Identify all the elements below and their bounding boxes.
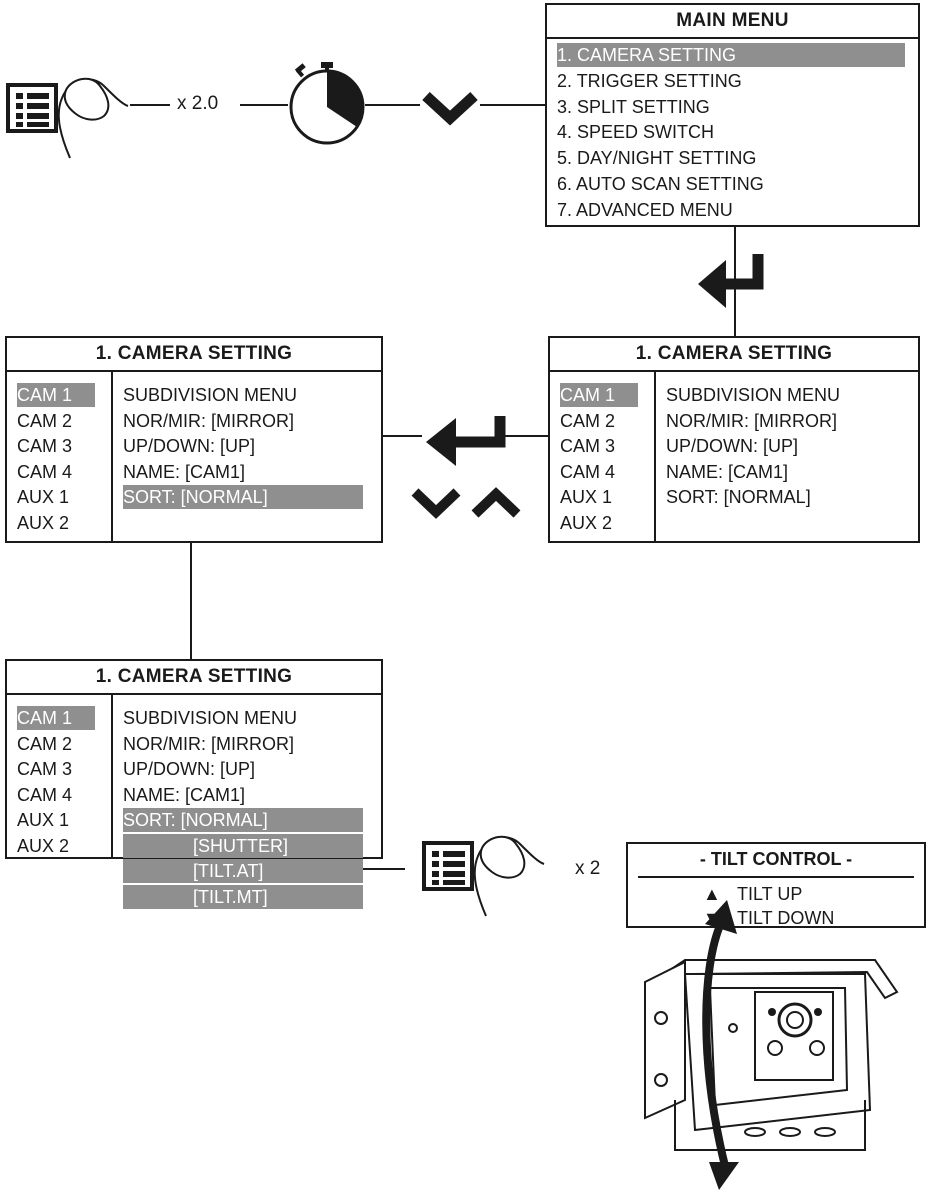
camera-option-item[interactable]: NAME: [CAM1]	[123, 784, 246, 805]
connector-chevron-menu	[480, 104, 546, 106]
camera-option-item[interactable]: UP/DOWN: [UP]	[666, 436, 799, 456]
main-menu-item[interactable]: 2. TRIGGER SETTING	[557, 70, 742, 91]
connector-top-left	[130, 104, 170, 106]
camera-list-item[interactable]: AUX 1	[17, 487, 70, 507]
column-divider	[111, 372, 113, 541]
sort-choice-item[interactable]: [TILT.AT]	[123, 859, 363, 883]
main-menu-panel: MAIN MENU 1. CAMERA SETTING 2. TRIGGER SE…	[545, 3, 920, 227]
camera-list-item[interactable]: AUX 1	[560, 487, 613, 507]
connector-mid-left	[382, 435, 422, 437]
tilt-control-panel: - TILT CONTROL - ▲TILT UP ▼TILT DOWN	[626, 842, 926, 928]
camera-list-item[interactable]: CAM 4	[560, 461, 616, 482]
camera-option-item[interactable]: NAME: [CAM1]	[666, 461, 789, 482]
chevron-down-icon	[422, 91, 478, 126]
chevron-up-icon	[471, 487, 521, 518]
camera-tilt-illustration	[644, 900, 899, 1190]
camera-list-item[interactable]: CAM 1	[17, 706, 95, 730]
main-menu-item[interactable]: 5. DAY/NIGHT SETTING	[557, 148, 757, 169]
camera-setting-panel-bottom: 1. CAMERA SETTING CAM 1 CAM 2 CAM 3 CAM 4 AU…	[5, 659, 383, 909]
connector-top-mid	[240, 104, 288, 106]
column-divider	[654, 372, 656, 541]
enter-arrow-icon	[698, 254, 764, 308]
camera-setting-panel-left: 1. CAMERA SETTING CAM 1 CAM 2 CAM 3 CAM 4 AU…	[5, 336, 383, 543]
column-divider	[111, 695, 113, 857]
camera-option-item[interactable]: NOR/MIR: [MIRROR]	[123, 733, 294, 754]
camera-option-item[interactable]: UP/DOWN: [UP]	[123, 436, 256, 456]
tilt-up-icon: ▲	[703, 884, 721, 904]
tilt-up-row: ▲ TILT UP	[703, 884, 802, 905]
camera-option-item[interactable]: SORT: [NORMAL]	[666, 487, 811, 507]
camera-option-item[interactable]: SUBDIVISION MENU	[666, 385, 841, 405]
main-menu-item[interactable]: 3. SPLIT SETTING	[557, 96, 710, 117]
timer-icon	[289, 62, 365, 145]
main-menu-title: MAIN MENU	[547, 5, 918, 39]
camera-option-item[interactable]: SORT: [NORMAL]	[123, 808, 363, 832]
camera-list-item[interactable]: CAM 3	[17, 436, 73, 456]
camera-list-item[interactable]: CAM 3	[17, 759, 73, 779]
camera-list-item[interactable]: CAM 2	[17, 733, 73, 754]
menu-press-icon	[422, 835, 545, 917]
camera-setting-title: 1. CAMERA SETTING	[7, 338, 381, 372]
main-menu-item[interactable]: 7. ADVANCED MENU	[557, 199, 733, 220]
connector-timer-chevron	[365, 104, 420, 106]
sort-choice-item[interactable]: [TILT.MT]	[123, 884, 363, 909]
tilt-down-label: TILT DOWN	[737, 908, 835, 928]
camera-option-item[interactable]: SUBDIVISION MENU	[123, 708, 298, 728]
tilt-up-label: TILT UP	[737, 884, 803, 904]
camera-list-item[interactable]: AUX 1	[17, 810, 70, 830]
camera-option-item[interactable]: SUBDIVISION MENU	[123, 385, 298, 405]
camera-option-item[interactable]: SORT: [NORMAL]	[123, 485, 363, 509]
menu-press-icon	[6, 77, 129, 159]
main-menu-item[interactable]: 1. CAMERA SETTING	[557, 43, 905, 67]
press-count-bottom: x 2	[575, 858, 601, 879]
camera-list-item[interactable]: CAM 1	[560, 383, 638, 407]
camera-list-item[interactable]: AUX 2	[17, 512, 70, 533]
camera-list-item[interactable]: CAM 4	[17, 461, 73, 482]
camera-list-item[interactable]: CAM 3	[560, 436, 616, 456]
camera-option-item[interactable]: NOR/MIR: [MIRROR]	[123, 410, 294, 431]
camera-setting-title: 1. CAMERA SETTING	[550, 338, 918, 372]
tilt-title-underline	[638, 876, 914, 878]
camera-list-item[interactable]: CAM 1	[17, 383, 95, 407]
camera-list-item[interactable]: AUX 2	[17, 835, 70, 856]
camera-option-item[interactable]: UP/DOWN: [UP]	[123, 759, 256, 779]
connector-left-down	[190, 542, 192, 659]
main-menu-item[interactable]: 6. AUTO SCAN SETTING	[557, 174, 764, 194]
main-menu-item[interactable]: 4. SPEED SWITCH	[557, 122, 715, 143]
press-count-top: x 2.0	[177, 93, 219, 114]
camera-option-item[interactable]: NAME: [CAM1]	[123, 461, 246, 482]
camera-list-item[interactable]: AUX 2	[560, 512, 613, 533]
camera-option-item[interactable]: NOR/MIR: [MIRROR]	[666, 410, 837, 431]
enter-arrow-icon	[426, 416, 506, 466]
camera-list-item[interactable]: CAM 2	[560, 410, 616, 431]
sort-choice-item[interactable]: [SHUTTER]	[123, 833, 363, 858]
connector-mid-right	[505, 435, 549, 437]
chevron-down-icon	[411, 488, 461, 519]
camera-list-item[interactable]: CAM 4	[17, 784, 73, 805]
camera-setting-panel-right: 1. CAMERA SETTING CAM 1 CAM 2 CAM 3 CAM 4 AU…	[548, 336, 920, 543]
camera-list-item[interactable]: CAM 2	[17, 410, 73, 431]
camera-setting-title: 1. CAMERA SETTING	[7, 661, 381, 695]
tilt-control-title: - TILT CONTROL -	[699, 849, 853, 869]
